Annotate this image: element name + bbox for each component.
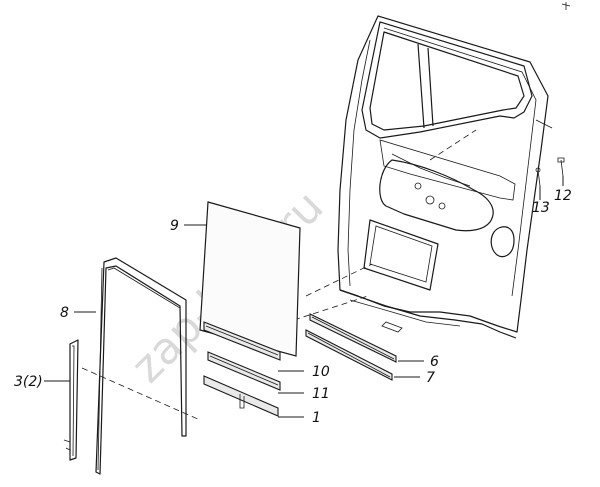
guide-rail-3	[63, 339, 201, 461]
callout-6: 6	[430, 354, 439, 370]
leader-lines	[44, 176, 564, 418]
callout-7: 7	[426, 370, 435, 386]
callout-3: 3(2)	[14, 374, 43, 390]
fastener-13	[535, 167, 541, 187]
strip-10	[203, 321, 281, 361]
glass-pane-9	[199, 201, 301, 357]
callout-12: 12	[554, 188, 572, 204]
door-body	[293, 2, 571, 339]
strip-11	[207, 351, 281, 391]
bracket-1	[203, 375, 279, 417]
callout-1: 1	[312, 410, 321, 426]
callout-8: 8	[60, 305, 69, 321]
callout-9: 9	[170, 218, 179, 234]
callout-13-label: 13	[532, 200, 550, 216]
callout-10: 10	[312, 364, 330, 380]
glass-channel-frame-8	[95, 257, 187, 475]
belt-strip-7	[305, 329, 393, 381]
fastener-12	[557, 157, 565, 177]
belt-strip-6	[309, 313, 397, 363]
callout-11: 11	[312, 386, 330, 402]
